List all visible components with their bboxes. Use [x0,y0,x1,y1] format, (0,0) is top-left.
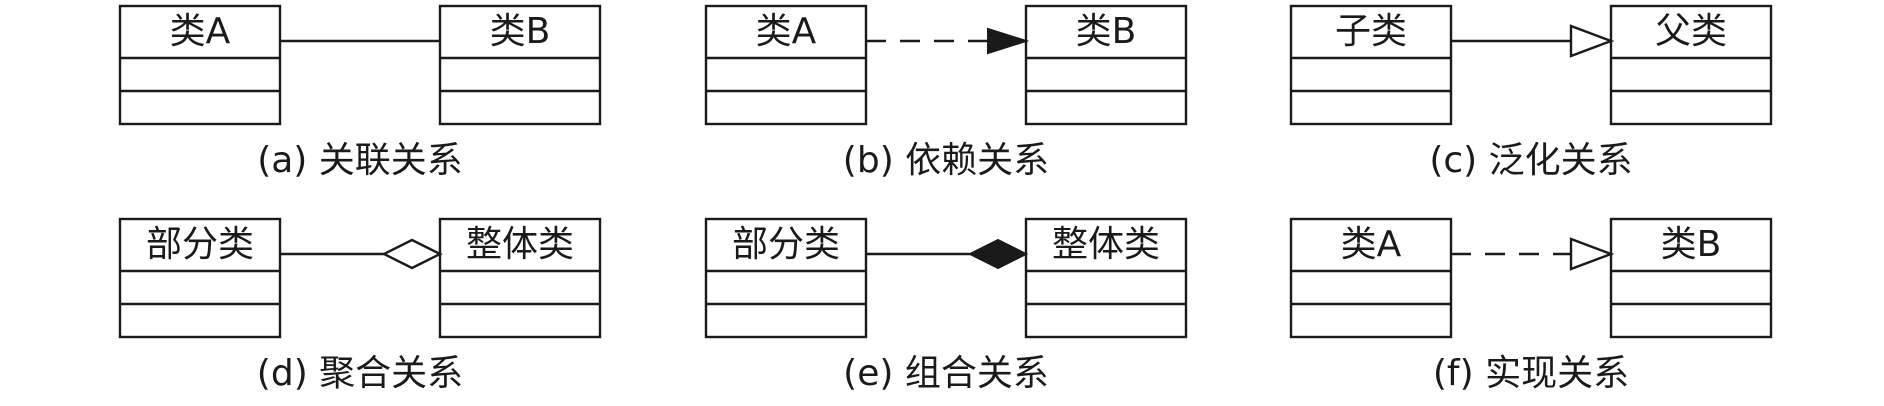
relationship-panel-c: 子类 父类 (c) 泛化关系 [1289,4,1773,181]
left-class-box: 子类 [1289,4,1453,126]
panel-caption: (f) 实现关系 [1433,353,1629,394]
class-name: 整体类 [1052,224,1160,265]
class-name: 整体类 [466,224,574,265]
relationship-panel-e: 部分类 整体类 (e) 组合关系 [704,217,1188,394]
class-box-outline [1609,217,1773,339]
right-class-box: 类B [1609,217,1773,339]
class-name: 类B [490,11,551,52]
filled-arrowhead [987,27,1030,55]
panel-caption: (b) 依赖关系 [843,140,1049,181]
class-box-outline [704,217,868,339]
left-class-box: 部分类 [118,217,282,339]
class-name: 类B [1076,11,1137,52]
relationship-panel-f: 类A 类B (f) 实现关系 [1289,217,1773,394]
class-name: 子类 [1335,11,1407,52]
left-class-box: 部分类 [704,217,868,339]
left-class-box: 类A [118,4,282,126]
class-name: 父类 [1655,11,1727,52]
relationship-panel-a: 类A 类B (a) 关联关系 [118,4,602,181]
class-name: 部分类 [146,224,254,265]
class-box-outline [438,4,602,126]
right-class-box: 类B [1024,4,1188,126]
hollow-triangle-arrowhead [1569,237,1615,271]
right-class-box: 整体类 [1024,217,1188,339]
class-box-outline [704,4,868,126]
class-box-outline [1289,217,1453,339]
right-class-box: 类B [438,4,602,126]
hollow-triangle-arrowhead [1569,24,1615,58]
right-class-box: 整体类 [438,217,602,339]
class-name: 类A [1341,224,1402,265]
panel-caption: (d) 聚合关系 [257,353,463,394]
class-box-outline [438,217,602,339]
filled-diamond [967,238,1029,270]
class-box-outline [1609,4,1773,126]
relationship-panel-b: 类A 类B (b) 依赖关系 [704,4,1188,181]
panel-caption: (c) 泛化关系 [1429,140,1632,181]
class-box-outline [1024,4,1188,126]
class-box-outline [1289,4,1453,126]
class-box-outline [118,4,282,126]
panel-caption: (e) 组合关系 [843,353,1049,394]
left-class-box: 类A [704,4,868,126]
class-name: 部分类 [732,224,840,265]
class-name: 类A [170,11,231,52]
panel-caption: (a) 关联关系 [257,140,463,181]
relationship-panel-d: 部分类 整体类 (d) 聚合关系 [118,217,602,394]
class-name: 类B [1661,224,1722,265]
class-name: 类A [756,11,817,52]
class-box-outline [1024,217,1188,339]
hollow-diamond [381,238,443,270]
left-class-box: 类A [1289,217,1453,339]
right-class-box: 父类 [1609,4,1773,126]
class-box-outline [118,217,282,339]
